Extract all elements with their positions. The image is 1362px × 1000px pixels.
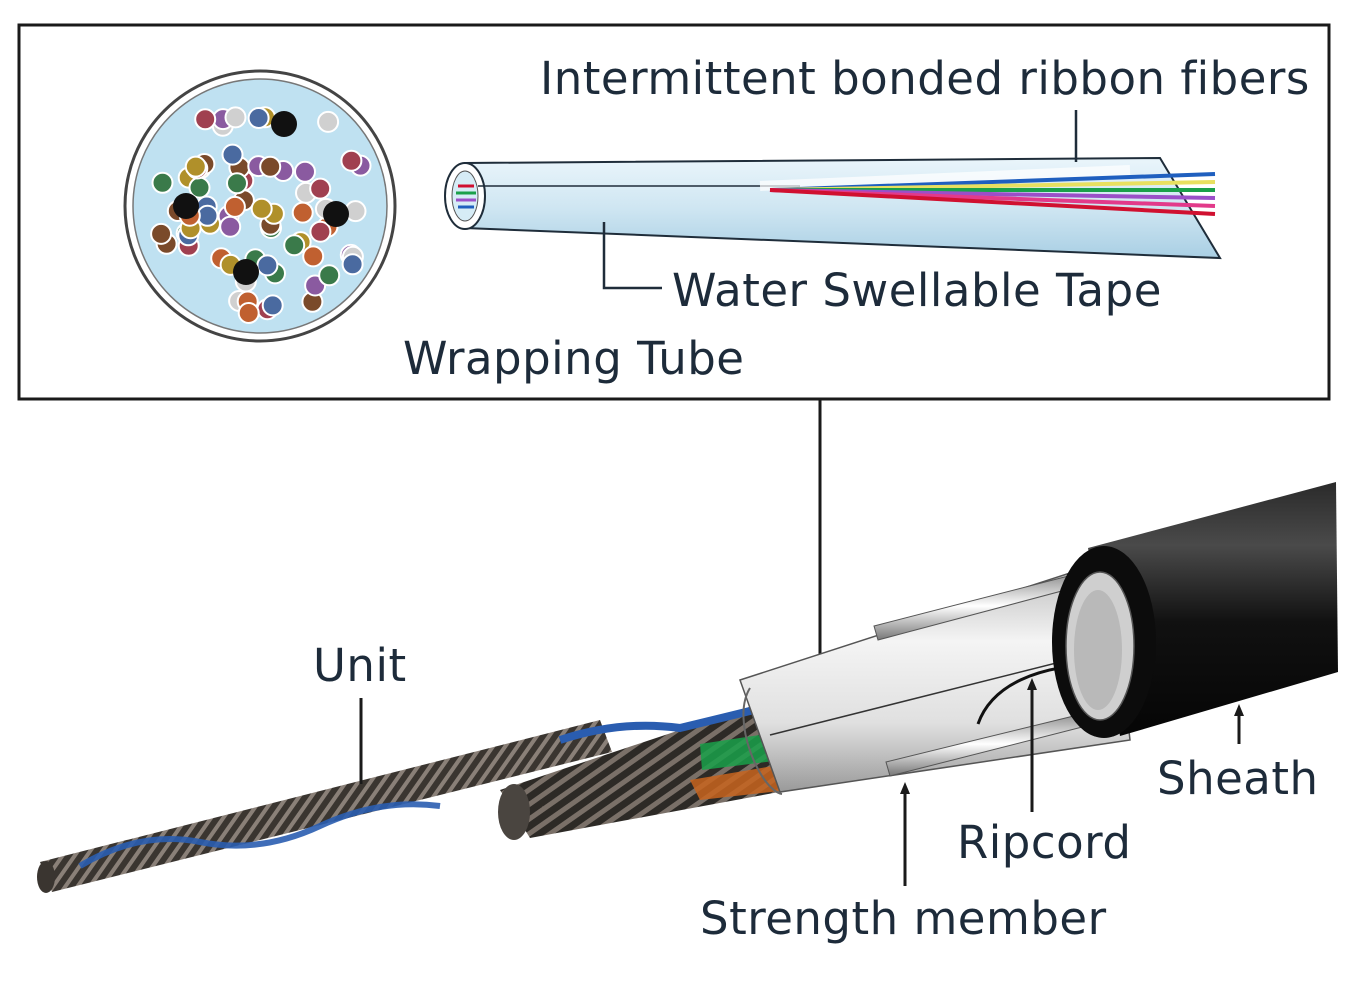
label-ripcord: Ripcord [957, 816, 1132, 869]
fiber-dot [219, 215, 242, 238]
fiber-dot [341, 253, 364, 276]
fiber-dot [294, 160, 316, 183]
label-ribbon-fibers: Intermittent bonded ribbon fibers [540, 52, 1310, 105]
strength-core-dot [173, 193, 199, 219]
fiber-dot [188, 176, 211, 199]
label-wrapping-tube: Wrapping Tube [403, 332, 745, 385]
fiber-dot [237, 302, 260, 324]
label-strength-member: Strength member [700, 892, 1107, 945]
fiber-dot [318, 264, 341, 287]
fiber-dot [302, 245, 325, 268]
fiber-dot [247, 107, 270, 129]
label-sheath: Sheath [1157, 752, 1319, 805]
fiber-tube [444, 110, 1222, 260]
fiber-strand [769, 188, 1216, 216]
fiber-dot [283, 234, 306, 257]
strength-core-dot [271, 111, 297, 137]
main-cable [37, 482, 1338, 893]
lower-leaders [359, 678, 1244, 886]
fiber-dot [259, 155, 282, 178]
fiber-dot [221, 143, 244, 166]
cross-section [123, 69, 397, 343]
fiber-dot [309, 177, 332, 200]
fiber-dot [309, 220, 332, 243]
fiber-dot [151, 171, 174, 194]
inset-frame [17, 23, 1331, 401]
fiber-dot [224, 106, 247, 129]
fiber-dot [291, 201, 314, 224]
strength-core-dot [323, 201, 349, 227]
strength-core-dot [233, 259, 259, 285]
fiber-dot [226, 172, 248, 195]
label-unit: Unit [313, 639, 407, 692]
fiber-dot [250, 197, 273, 220]
tape-leader [602, 222, 662, 290]
fiber-dot [317, 110, 340, 133]
fiber-dot [256, 254, 279, 277]
fiber-dot [223, 195, 246, 218]
fiber-dot [194, 108, 217, 131]
fiber-dot [261, 294, 284, 317]
label-water-swellable-tape: Water Swellable Tape [672, 264, 1162, 317]
fiber-dot [340, 149, 363, 172]
fiber-dot [150, 222, 173, 245]
fiber-dot [184, 155, 207, 178]
